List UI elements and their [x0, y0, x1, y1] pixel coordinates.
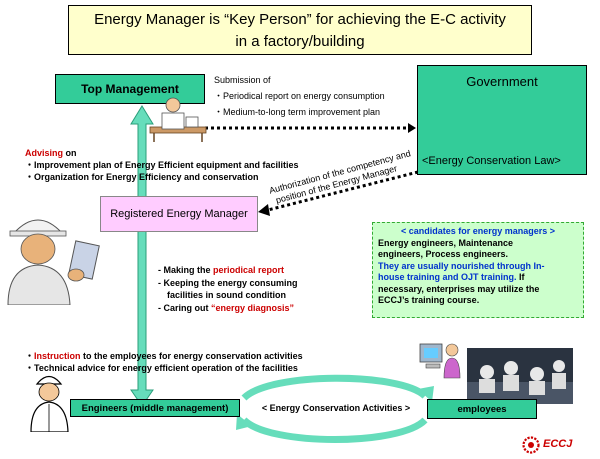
duty-1-prefix: - Making the — [158, 265, 214, 275]
duty-1-highlight: periodical report — [213, 265, 285, 275]
instruction-line-2: ・Technical advice for energy efficient o… — [25, 363, 298, 373]
advising-item-1: ・Improvement plan of Energy Efficient eq… — [25, 160, 299, 170]
duty-3-highlight: “energy diagnosis” — [211, 302, 295, 313]
eccj-logo-text: ECCJ — [543, 438, 573, 450]
activity-arrow-bottom-head — [236, 414, 252, 430]
office-worker-illustration — [419, 343, 461, 379]
duty-2-line-2: facilities in sound condition — [167, 290, 287, 300]
worker-illustration — [30, 375, 69, 432]
employees-box: employees — [427, 399, 537, 419]
submission-item-1: ・Periodical report on energy consumption — [214, 91, 385, 101]
duty-3-prefix: - Caring out — [158, 302, 211, 313]
energy-conservation-law: <Energy Conservation Law> — [422, 155, 561, 167]
advising-suffix: on — [63, 148, 77, 158]
title-line-2: in a factory/building — [235, 33, 365, 50]
candidates-line-2: engineers, Process engineers. — [378, 249, 509, 259]
authorization-arrow-head — [258, 204, 270, 216]
activity-arrow-bottom — [241, 417, 428, 443]
candidates-blue-2: house training and OJT training. — [378, 272, 517, 282]
top-management-box: Top Management — [55, 74, 205, 104]
submission-item-2: ・Medium-to-long term improvement plan — [214, 107, 381, 117]
submission-text: Submission of ・Periodical report on ener… — [214, 72, 385, 120]
government-box: Government <Energy Conservation Law> — [417, 65, 587, 175]
advising-word: Advising — [25, 148, 64, 158]
activity-arrow-top-head — [418, 386, 434, 402]
instruction-rest: to the employees for energy conservation… — [80, 351, 303, 361]
engineers-box: Engineers (middle management) — [70, 399, 240, 417]
registered-energy-manager-box: Registered Energy Manager — [100, 196, 258, 232]
duties-list: - Making the periodical report - Keeping… — [158, 264, 298, 314]
authorization-arrow — [267, 170, 419, 212]
energy-conservation-activities-label: < Energy Conservation Activities > — [261, 403, 411, 413]
candidates-blue-1: They are usually nourished through In- — [378, 260, 545, 271]
workers-photo — [467, 348, 573, 404]
duty-2-line-1: - Keeping the energy consuming — [158, 277, 298, 288]
advising-text: Advising on ・Improvement plan of Energy … — [25, 147, 299, 183]
title-line-1: Energy Manager is “Key Person” for achie… — [94, 11, 506, 28]
manager-desk-illustration — [149, 97, 207, 142]
candidates-box: < candidates for energy managers > Energ… — [372, 222, 584, 318]
submission-arrow-head — [408, 123, 416, 133]
candidates-heading: < candidates for energy managers > — [400, 226, 556, 236]
submission-heading: Submission of — [214, 75, 271, 85]
instruction-bullet: ・ — [25, 351, 35, 361]
energy-manager-illustration — [7, 219, 100, 305]
candidates-if: If — [516, 272, 525, 282]
candidates-line-1: Energy engineers, Maintenance — [378, 237, 514, 248]
candidates-line-3: necessary, enterprises may utilize the — [378, 283, 540, 294]
eccj-logo-icon — [522, 436, 540, 454]
instruction-text: ・Instruction to the employees for energy… — [25, 350, 303, 374]
advising-item-2: ・Organization for Energy Efficiency and … — [25, 172, 259, 182]
government-title: Government — [466, 74, 538, 89]
instruction-word: Instruction — [34, 351, 81, 361]
title-box: Energy Manager is “Key Person” for achie… — [68, 5, 532, 55]
activity-arrow-top — [241, 374, 428, 401]
candidates-line-4: ECCJ’s training course. — [378, 295, 480, 305]
